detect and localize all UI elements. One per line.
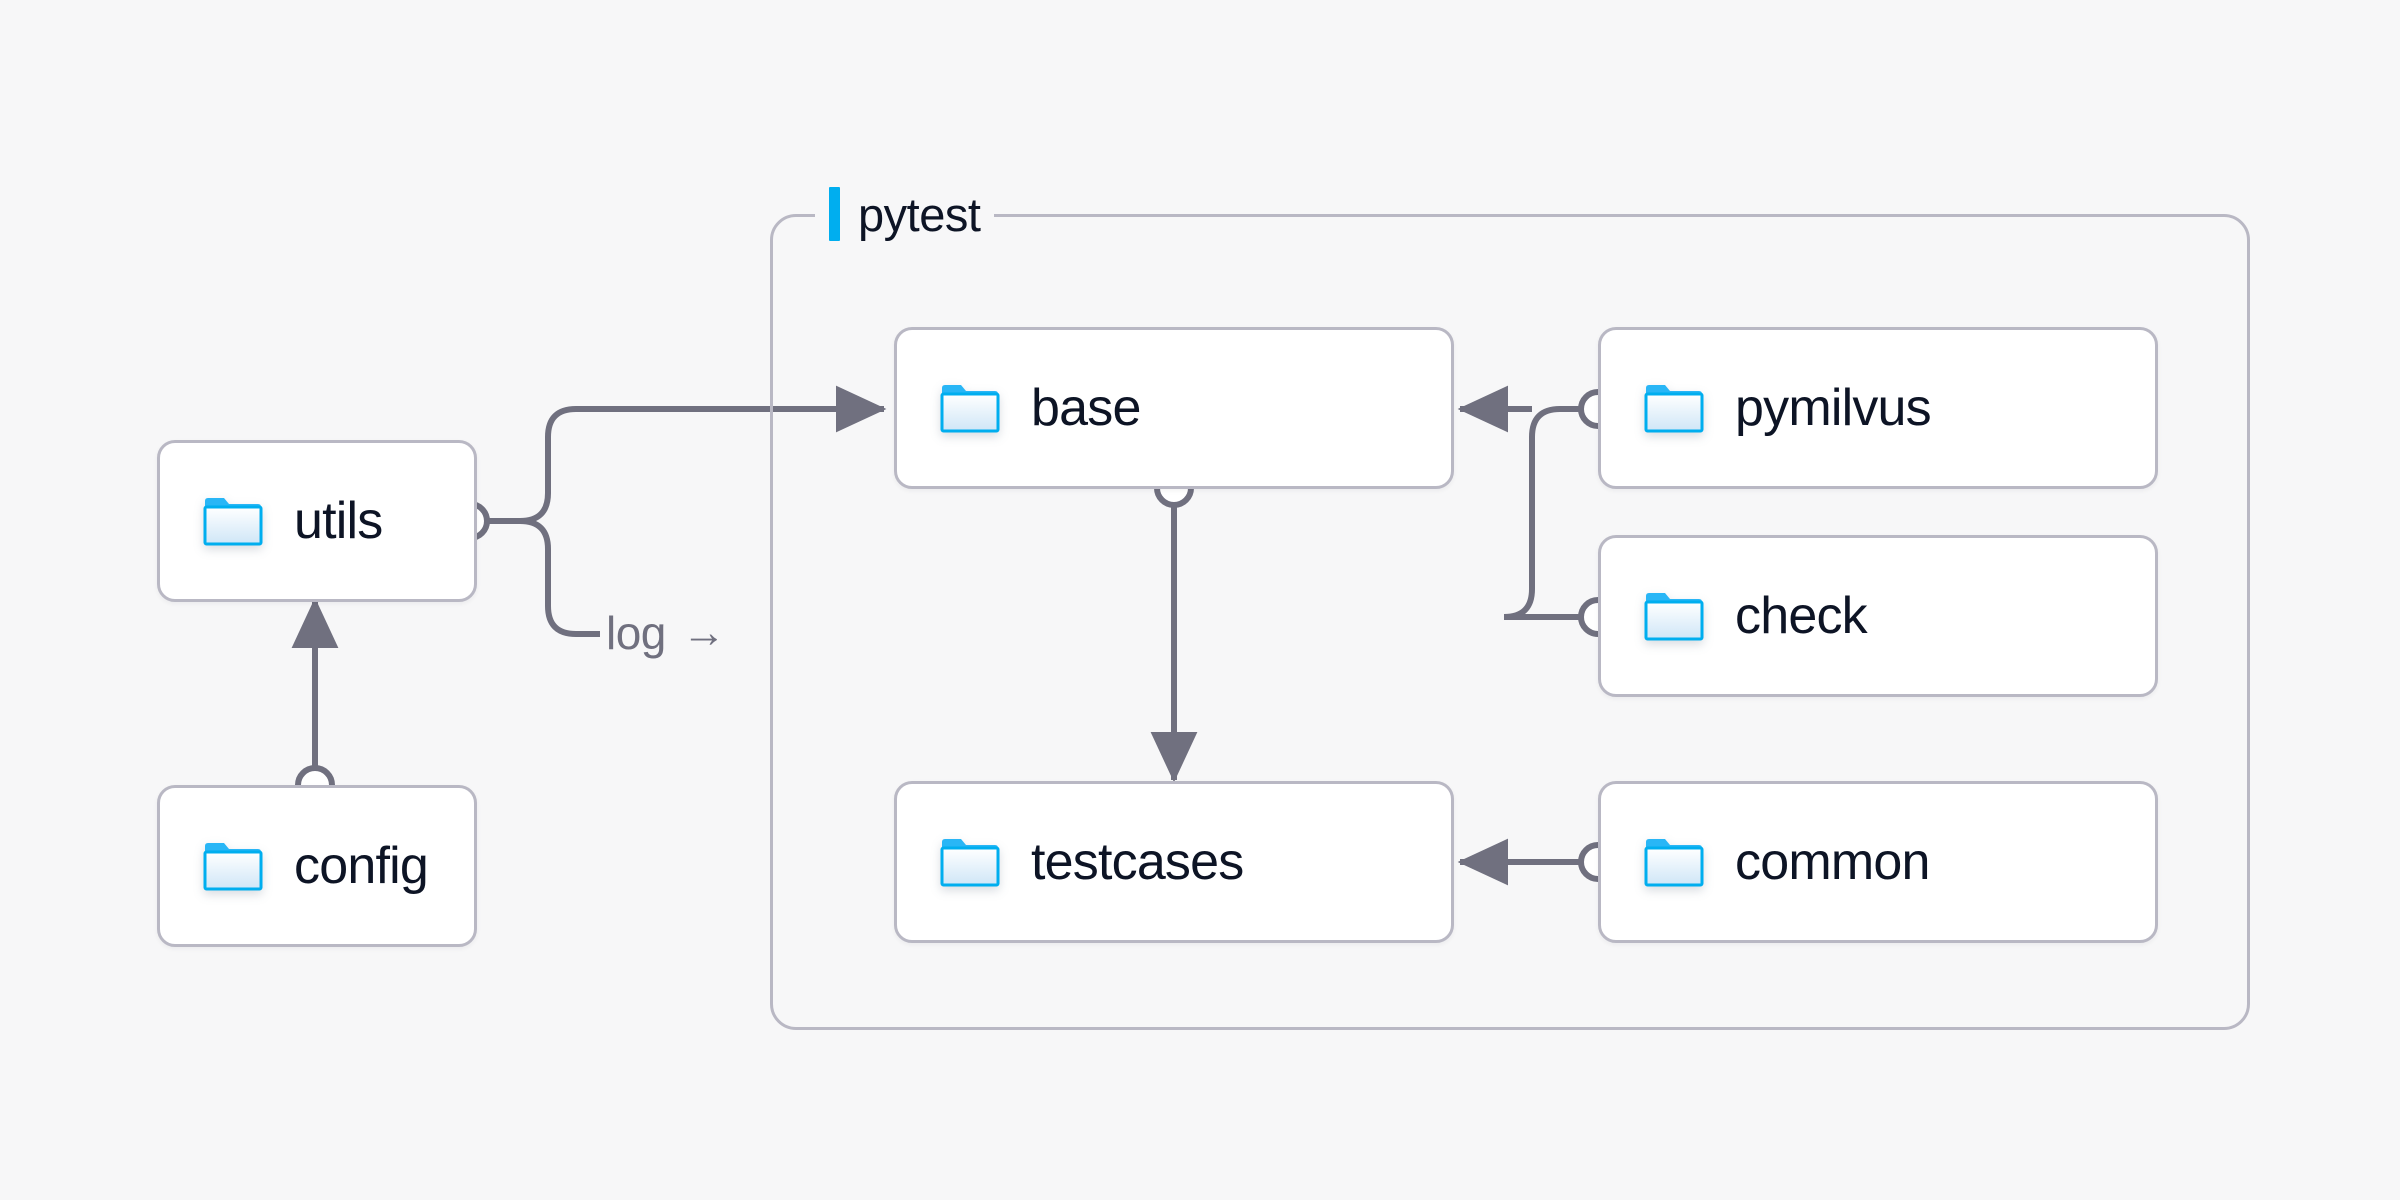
- node-label-base: base: [1031, 379, 1141, 437]
- folder-icon: [1644, 839, 1704, 887]
- node-common[interactable]: common: [1598, 781, 2158, 943]
- node-check[interactable]: check: [1598, 535, 2158, 697]
- edge-label-log: log →: [606, 607, 726, 659]
- folder-icon: [940, 839, 1000, 887]
- folder-icon: [1644, 385, 1704, 433]
- folder-icon: [940, 385, 1000, 433]
- node-label-common: common: [1735, 833, 1930, 891]
- edge-utils-to-log: [488, 518, 600, 637]
- folder-icon: [203, 843, 263, 891]
- arrow-right-icon: →: [681, 608, 726, 657]
- node-label-config: config: [294, 837, 429, 895]
- node-label-testcases: testcases: [1031, 833, 1244, 891]
- edge-label-log-text: log: [606, 607, 666, 659]
- edge-config-to-utils: [291, 597, 339, 805]
- node-label-utils: utils: [294, 492, 383, 550]
- folder-icon: [203, 498, 263, 546]
- group-label-pytest: pytest: [815, 183, 995, 245]
- node-testcases[interactable]: testcases: [894, 781, 1454, 943]
- node-config[interactable]: config: [157, 785, 477, 947]
- node-pymilvus[interactable]: pymilvus: [1598, 327, 2158, 489]
- folder-icon: [1644, 593, 1704, 641]
- group-title: pytest: [858, 187, 981, 241]
- node-label-pymilvus: pymilvus: [1735, 379, 1932, 437]
- node-base[interactable]: base: [894, 327, 1454, 489]
- node-utils[interactable]: utils: [157, 440, 477, 602]
- group-container-pytest: [770, 214, 2250, 1030]
- node-label-check: check: [1735, 587, 1868, 645]
- group-accent-bar: [829, 187, 840, 241]
